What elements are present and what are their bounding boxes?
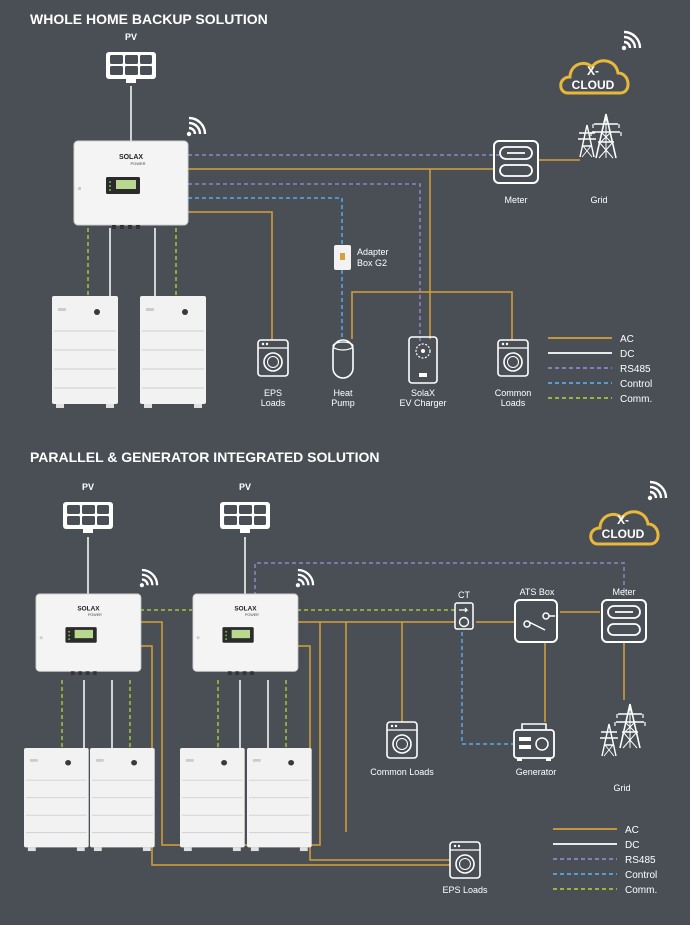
- grid-label: Grid: [590, 195, 607, 205]
- cloud-label-1: X-: [617, 513, 629, 527]
- washing-machine-icon: [497, 339, 529, 377]
- control-adapter-line: [188, 197, 343, 245]
- adapter-label-2: Box G2: [357, 258, 387, 268]
- washing-machine-icon: [449, 841, 481, 879]
- cloud-label-2: CLOUD: [572, 78, 615, 92]
- heat-pump-label-1: Heat: [333, 388, 353, 398]
- pv1-label: PV: [82, 482, 94, 492]
- meter-icon: [601, 599, 647, 643]
- adapter-box-icon: [334, 245, 351, 270]
- common-loads-label: Common Loads: [370, 767, 434, 777]
- eps-loads-label: EPS Loads: [442, 885, 488, 895]
- legend-label: AC: [625, 825, 639, 836]
- cloud-icon: X- CLOUD: [559, 59, 630, 95]
- solar-panel-icon: [220, 502, 270, 533]
- legend-label: AC: [620, 334, 634, 345]
- solar-panel-icon: [106, 52, 156, 83]
- ev-charger-label-1: SolaX: [411, 388, 435, 398]
- heat-pump-label-2: Pump: [331, 398, 355, 408]
- inverter-icon: SOLAX POWER: [73, 140, 189, 230]
- transmission-tower-icon: [599, 723, 619, 757]
- wifi-icon: [620, 30, 642, 52]
- generator-icon: [513, 723, 555, 761]
- battery-icon: [179, 747, 246, 852]
- inverter-icon: SOLAX POWER: [192, 593, 299, 676]
- transmission-tower-icon: [614, 703, 646, 749]
- wifi-icon: [138, 568, 159, 589]
- section2-title: PARALLEL & GENERATOR INTEGRATED SOLUTION: [30, 449, 380, 465]
- battery-icon: [139, 295, 207, 409]
- inverter-brand-sub: POWER: [245, 613, 259, 617]
- washing-machine-icon: [257, 339, 289, 377]
- ac-inverter1-line: [140, 621, 321, 846]
- common-loads-label-1: Common: [495, 388, 532, 398]
- meter-icon: [493, 140, 539, 184]
- cloud-label-1: X-: [587, 64, 599, 78]
- legend-label: Comm.: [620, 394, 652, 405]
- rs485-meter-line: [254, 562, 625, 596]
- inverter-brand-sub: POWER: [88, 613, 102, 617]
- inverter-brand: SOLAX: [77, 606, 100, 613]
- battery-icon: [89, 747, 156, 852]
- ac-eps-line: [188, 211, 273, 340]
- inverter-icon: SOLAX POWER: [35, 593, 142, 676]
- ev-charger-icon: [408, 336, 438, 384]
- heat-pump-icon: [332, 339, 354, 379]
- wifi-icon: [294, 568, 315, 589]
- control-generator-line: [461, 632, 514, 745]
- grid-label: Grid: [613, 783, 630, 793]
- legend-label: Control: [625, 870, 657, 881]
- common-loads-label-2: Loads: [501, 398, 526, 408]
- legend-label: Control: [620, 379, 652, 390]
- inverter-brand-sub: POWER: [130, 161, 145, 166]
- ev-charger-label-2: EV Charger: [399, 398, 446, 408]
- legend-label: DC: [620, 349, 634, 360]
- ats-box-icon: [514, 599, 558, 643]
- solar-panel-icon: [63, 502, 113, 533]
- pv2-label: PV: [239, 482, 251, 492]
- meter-label: Meter: [612, 587, 635, 597]
- transmission-tower-icon: [590, 113, 622, 159]
- eps-loads-label-1: EPS: [264, 388, 282, 398]
- generator-label: Generator: [516, 767, 557, 777]
- legend-label: RS485: [620, 364, 651, 375]
- ct-icon: [454, 602, 474, 630]
- pv-label: PV: [125, 32, 137, 42]
- washing-machine-icon: [386, 721, 418, 759]
- legend-label: RS485: [625, 855, 656, 866]
- meter-label: Meter: [504, 195, 527, 205]
- legend-label: DC: [625, 840, 639, 851]
- section1-title: WHOLE HOME BACKUP SOLUTION: [30, 11, 268, 27]
- wifi-icon: [646, 480, 668, 502]
- ats-label: ATS Box: [520, 587, 555, 597]
- eps-loads-label-2: Loads: [261, 398, 286, 408]
- ac-loads-bus: [351, 291, 513, 340]
- adapter-label-1: Adapter: [357, 247, 389, 257]
- transmission-tower-icon: [577, 124, 597, 158]
- wifi-icon: [185, 116, 207, 138]
- battery-icon: [246, 747, 313, 852]
- legend-label: Comm.: [625, 885, 657, 896]
- battery-icon: [51, 295, 119, 409]
- battery-icon: [23, 747, 90, 852]
- ct-label: CT: [458, 590, 470, 600]
- inverter-brand: SOLAX: [234, 606, 257, 613]
- inverter-brand: SOLAX: [119, 154, 143, 161]
- cloud-icon: X- CLOUD: [589, 510, 660, 546]
- cloud-label-2: CLOUD: [602, 527, 645, 541]
